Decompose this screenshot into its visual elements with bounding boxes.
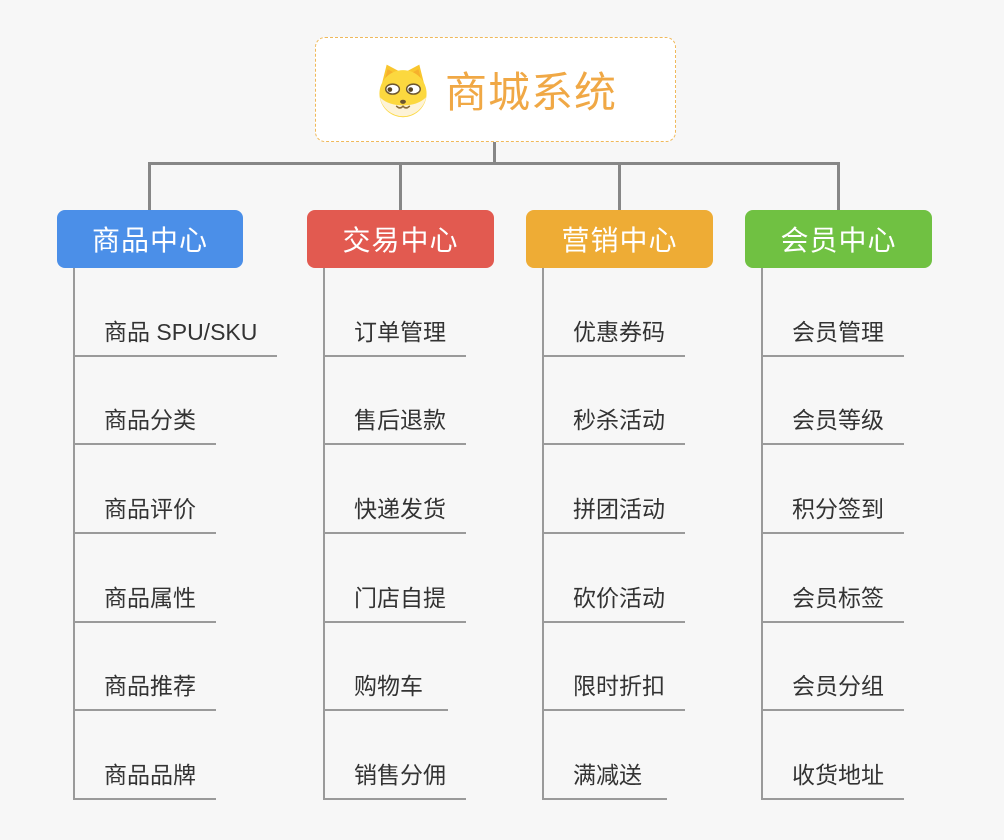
leaf-topic-node[interactable]: 会员等级	[761, 357, 904, 446]
leaf-topic-node[interactable]: 拼团活动	[542, 445, 685, 535]
connector-drop-trade	[399, 162, 402, 210]
branch-column-trade: 订单管理 售后退款 快递发货 门店自提 购物车 销售分佣	[323, 268, 466, 801]
dog-icon	[379, 64, 427, 117]
root-topic-node[interactable]: 商城系统	[315, 37, 676, 142]
leaf-topic-node[interactable]: 销售分佣	[323, 711, 466, 801]
column-trunk-line	[73, 268, 75, 800]
connector-drop-product	[148, 162, 151, 210]
leaf-topic-node[interactable]: 门店自提	[323, 534, 466, 623]
leaf-topic-node[interactable]: 会员管理	[761, 268, 904, 357]
connector-drop-marketing	[618, 162, 621, 210]
leaf-topic-node[interactable]: 购物车	[323, 623, 448, 712]
leaf-topic-node[interactable]: 商品评价	[73, 445, 216, 535]
leaf-topic-node[interactable]: 商品属性	[73, 534, 216, 623]
leaf-topic-node[interactable]: 秒杀活动	[542, 357, 685, 446]
leaf-topic-node[interactable]: 积分签到	[761, 445, 904, 535]
branch-node-trade[interactable]: 交易中心	[307, 210, 494, 268]
leaf-topic-node[interactable]: 商品 SPU/SKU	[73, 268, 278, 357]
column-trunk-line	[323, 268, 325, 800]
leaf-topic-node[interactable]: 会员分组	[761, 623, 904, 712]
connector-branch-bar	[148, 162, 840, 165]
leaf-topic-node[interactable]: 会员标签	[761, 534, 904, 623]
connector-drop-member	[837, 162, 840, 210]
leaf-topic-node[interactable]: 限时折扣	[542, 623, 685, 712]
column-trunk-line	[542, 268, 544, 800]
leaf-topic-node[interactable]: 订单管理	[323, 268, 466, 357]
connector-root-stem	[493, 140, 496, 165]
branch-column-marketing: 优惠券码 秒杀活动 拼团活动 砍价活动 限时折扣 满减送	[542, 268, 685, 801]
leaf-topic-node[interactable]: 砍价活动	[542, 534, 685, 623]
leaf-topic-node[interactable]: 商品分类	[73, 357, 216, 446]
leaf-topic-node[interactable]: 优惠券码	[542, 268, 685, 357]
column-trunk-line	[761, 268, 763, 800]
branch-column-member: 会员管理 会员等级 积分签到 会员标签 会员分组 收货地址	[761, 268, 904, 801]
branch-node-product[interactable]: 商品中心	[57, 210, 243, 268]
root-topic-title: 商城系统	[444, 69, 617, 116]
leaf-topic-node[interactable]: 满减送	[542, 711, 667, 801]
leaf-topic-node[interactable]: 收货地址	[761, 711, 904, 801]
branch-node-marketing[interactable]: 营销中心	[526, 210, 713, 268]
branch-node-member[interactable]: 会员中心	[745, 210, 932, 268]
leaf-topic-node[interactable]: 商品品牌	[73, 711, 216, 801]
branch-column-product: 商品 SPU/SKU 商品分类 商品评价 商品属性 商品推荐 商品品牌	[73, 268, 278, 801]
leaf-topic-node[interactable]: 售后退款	[323, 357, 466, 446]
leaf-topic-node[interactable]: 快递发货	[323, 445, 466, 535]
leaf-topic-node[interactable]: 商品推荐	[73, 623, 216, 712]
